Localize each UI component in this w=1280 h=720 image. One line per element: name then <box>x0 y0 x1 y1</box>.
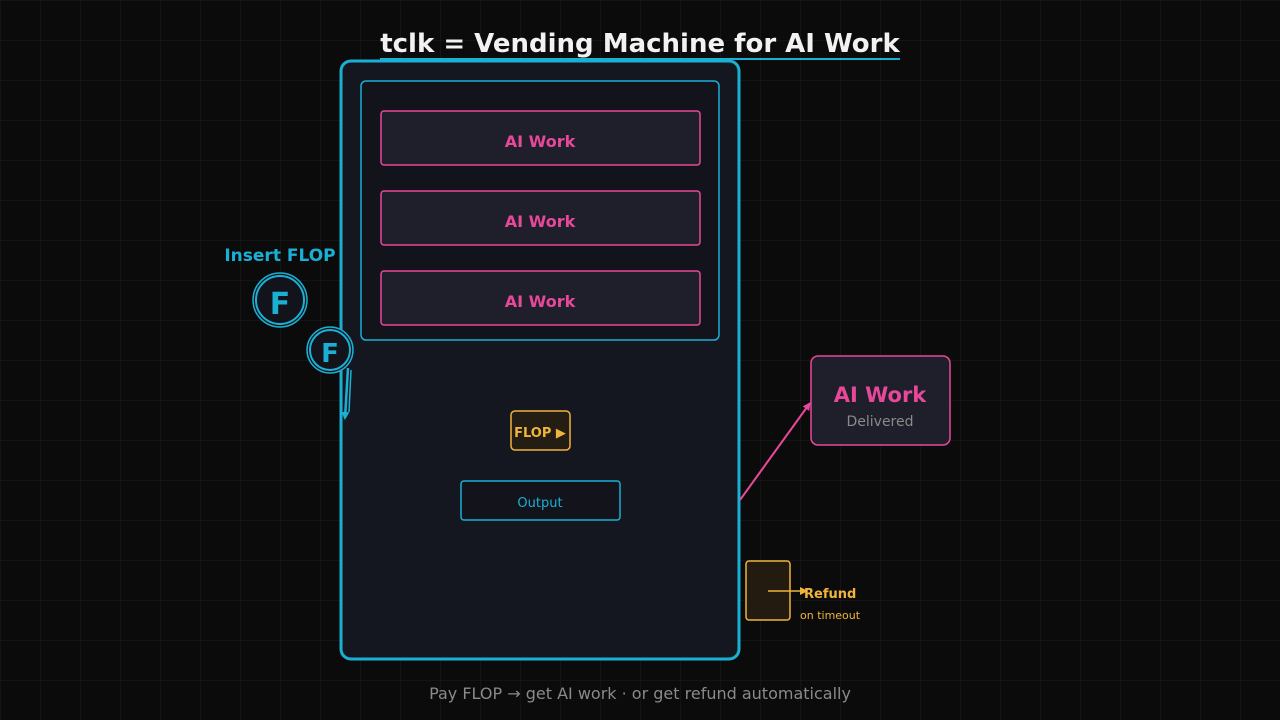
insert-arrow-trail <box>348 369 352 413</box>
coin-outer-ring <box>306 326 354 374</box>
output-tray-frame <box>460 480 621 521</box>
delivered-box-frame <box>810 355 951 446</box>
flop-coin[interactable]: F <box>252 272 308 328</box>
coin-outer-ring <box>252 272 308 328</box>
delivery-arrow <box>739 402 811 501</box>
delivered-subtitle: Delivered <box>846 414 913 430</box>
flop-coin[interactable]: F <box>306 326 354 374</box>
product-slot-frame <box>380 190 701 246</box>
output-label: Output <box>517 496 562 511</box>
coin-slot-label: FLOP ▶ <box>514 426 566 441</box>
insert-arrow <box>341 367 350 420</box>
refund-label: Refund <box>804 587 856 602</box>
product-slot-frame <box>380 270 701 326</box>
product-slot[interactable]: AI Work <box>380 110 701 166</box>
coin-inner-ring <box>309 329 351 371</box>
product-slot-label: AI Work <box>505 292 576 311</box>
product-slot[interactable]: AI Work <box>380 270 701 326</box>
coin-letter: F <box>321 339 339 369</box>
product-slot-label: AI Work <box>505 212 576 231</box>
coin-slot[interactable]: FLOP ▶ <box>510 410 571 451</box>
diagram-title: tclk = Vending Machine for AI Work <box>380 29 900 59</box>
output-tray[interactable]: Output <box>460 480 621 521</box>
delivered-box: AI Work Delivered <box>810 355 951 446</box>
insert-flop-label: Insert FLOP <box>224 246 335 266</box>
product-slot-label: AI Work <box>505 132 576 151</box>
refund-sublabel: on timeout <box>800 609 861 622</box>
coin-slot-frame <box>510 410 571 451</box>
delivered-title: AI Work <box>834 383 928 407</box>
product-slot-frame <box>380 110 701 166</box>
coin-letter: F <box>270 287 291 322</box>
coin-inner-ring <box>255 275 305 325</box>
vending-machine: AI Work AI Work AI Work FLOP ▶ Output <box>339 59 741 661</box>
product-slot[interactable]: AI Work <box>380 190 701 246</box>
footer-caption: Pay FLOP → get AI work · or get refund a… <box>429 684 851 703</box>
